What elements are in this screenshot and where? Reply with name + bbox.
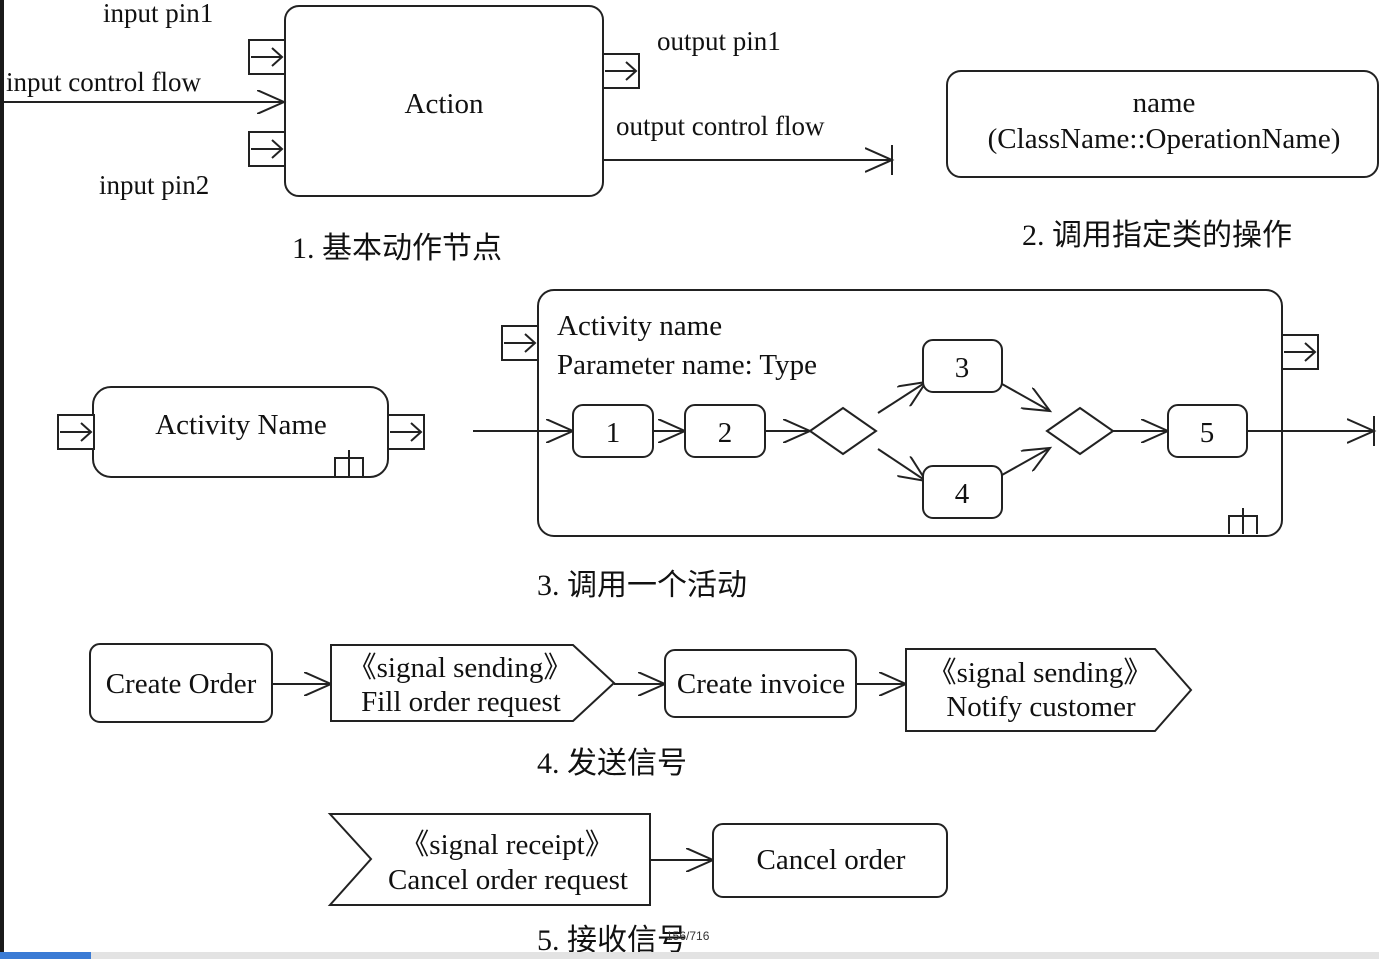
node-3 xyxy=(922,339,1003,393)
rake-icon xyxy=(334,450,364,477)
receive-signal-name: Cancel order request xyxy=(388,864,628,896)
input-pin1 xyxy=(248,39,286,75)
node-3-label: 3 xyxy=(955,352,970,384)
node-1-label: 1 xyxy=(606,417,621,449)
flow-decision-to-4 xyxy=(877,448,926,481)
activity-frame xyxy=(537,289,1283,537)
reading-progress-fill xyxy=(0,952,91,959)
node-2-label: 2 xyxy=(718,417,733,449)
send-signal-section: Create Order 《signal sending》 Fill order… xyxy=(89,643,1193,780)
action-label: Action xyxy=(405,88,484,120)
activity-output-pin xyxy=(387,414,425,450)
node-5-label: 5 xyxy=(1200,417,1215,449)
caption-call-activity: 3. 调用一个活动 xyxy=(537,569,747,602)
output-control-flow-label: output control flow xyxy=(616,111,825,141)
signal1-name: Fill order request xyxy=(361,686,561,718)
node-4 xyxy=(922,465,1003,519)
node-4-label: 4 xyxy=(955,478,970,510)
signal2-stereotype: 《signal sending》 xyxy=(928,657,1153,689)
caption-basic-action: 1. 基本动作节点 xyxy=(292,232,502,265)
cancel-order-node xyxy=(712,823,948,898)
call-activity-section: Activity Name Activity name Parameter na… xyxy=(57,289,1374,602)
input-control-flow-label: input control flow xyxy=(6,67,201,97)
frame-input-parameter xyxy=(501,325,539,361)
receive-signal-section: 《signal receipt》 Cancel order request Ca… xyxy=(327,813,948,957)
signal2-name: Notify customer xyxy=(946,691,1136,723)
call-operation-name: name xyxy=(1133,87,1196,119)
send-signal-notify-customer xyxy=(905,648,1193,732)
page-indicator: 156/716 xyxy=(666,929,710,943)
frame-rake-icon xyxy=(1228,508,1258,534)
caption-receive-signal: 5. 接收信号 xyxy=(537,924,687,957)
frame-output-parameter xyxy=(1281,334,1319,370)
input-pin2 xyxy=(248,131,286,167)
flow-3-to-merge xyxy=(1001,383,1050,411)
receive-signal-stereotype: 《signal receipt》 xyxy=(400,829,613,861)
basic-action-section: Action input pin1 input pin2 input contr… xyxy=(4,0,892,265)
activity-input-pin xyxy=(57,414,95,450)
caption-call-operation: 2. 调用指定类的操作 xyxy=(1022,219,1292,252)
output-pin1 xyxy=(602,53,640,89)
signal1-stereotype: 《signal sending》 xyxy=(348,652,573,684)
input-pin2-label: input pin2 xyxy=(99,170,209,200)
receive-signal-cancel-request xyxy=(327,813,651,906)
create-invoice-label: Create invoice xyxy=(677,668,845,700)
call-operation-node xyxy=(946,70,1379,178)
activity-frame-parameter: Parameter name: Type xyxy=(557,349,817,381)
input-pin1-label: input pin1 xyxy=(103,0,213,28)
create-order-label: Create Order xyxy=(106,668,257,700)
page-left-edge xyxy=(0,0,4,959)
activity-frame-name: Activity name xyxy=(557,310,722,342)
decision-node xyxy=(808,406,878,456)
activity-name-label: Activity Name xyxy=(155,409,327,441)
output-pin1-label: output pin1 xyxy=(657,26,781,56)
flow-decision-to-3 xyxy=(877,382,926,414)
flow-4-to-merge xyxy=(1001,448,1050,476)
reading-progress-bar[interactable] xyxy=(0,952,1379,959)
call-operation-signature: (ClassName::OperationName) xyxy=(988,123,1341,155)
caption-send-signal: 4. 发送信号 xyxy=(537,747,687,780)
call-operation-section: name (ClassName::OperationName) 2. 调用指定类… xyxy=(946,70,1379,252)
send-signal-fill-order xyxy=(330,644,616,722)
cancel-order-label: Cancel order xyxy=(757,844,906,876)
